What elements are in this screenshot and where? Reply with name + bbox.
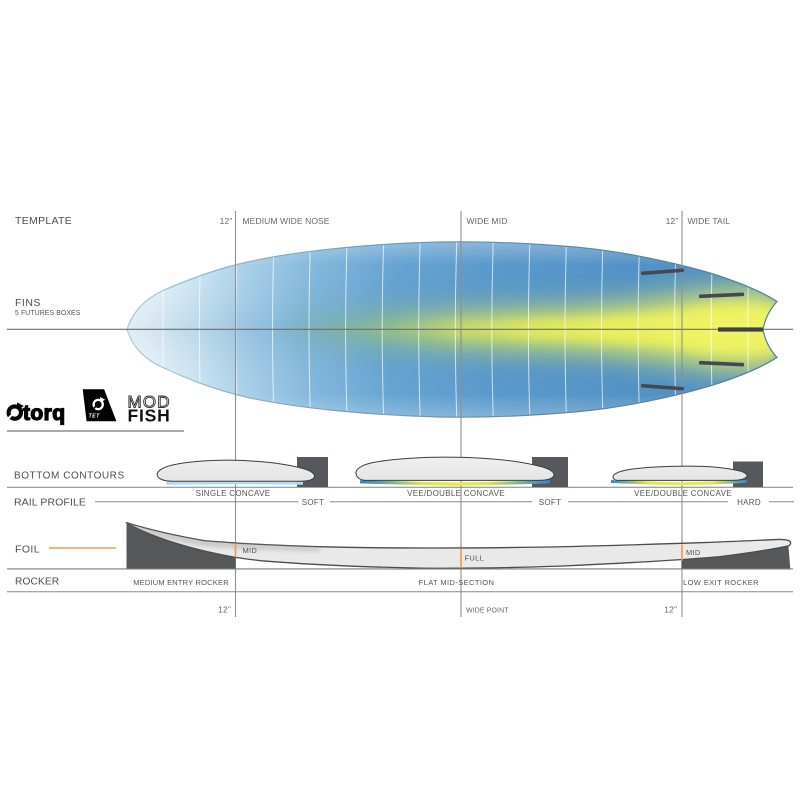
svg-text:MOD: MOD — [128, 392, 171, 411]
svg-text:WIDE MID: WIDE MID — [467, 216, 508, 226]
svg-text:HARD: HARD — [737, 498, 761, 507]
svg-text:SOFT: SOFT — [302, 498, 325, 507]
svg-text:SOFT: SOFT — [539, 498, 562, 507]
svg-text:12”: 12” — [220, 216, 233, 226]
svg-text:VEE/DOUBLE CONCAVE: VEE/DOUBLE CONCAVE — [407, 489, 505, 498]
svg-text:torq: torq — [23, 402, 65, 425]
svg-text:FOIL: FOIL — [15, 544, 40, 556]
svg-text:FINS: FINS — [15, 297, 41, 309]
svg-text:SINGLE CONCAVE: SINGLE CONCAVE — [196, 489, 271, 498]
svg-text:VEE/DOUBLE CONCAVE: VEE/DOUBLE CONCAVE — [634, 489, 732, 498]
svg-text:FISH: FISH — [128, 406, 171, 426]
svg-text:5 FUTURES BOXES: 5 FUTURES BOXES — [15, 310, 81, 317]
svg-text:12”: 12” — [218, 605, 231, 615]
svg-text:MID: MID — [686, 548, 701, 557]
svg-text:12”: 12” — [664, 605, 677, 615]
svg-text:BOTTOM CONTOURS: BOTTOM CONTOURS — [14, 471, 125, 482]
svg-text:RAIL PROFILE: RAIL PROFILE — [14, 497, 86, 509]
svg-text:MID: MID — [243, 546, 258, 555]
svg-text:MEDIUM ENTRY ROCKER: MEDIUM ENTRY ROCKER — [133, 578, 229, 587]
svg-text:TET: TET — [89, 414, 101, 420]
svg-text:TEMPLATE: TEMPLATE — [15, 215, 72, 227]
svg-text:ROCKER: ROCKER — [15, 577, 59, 588]
svg-text:WIDE TAIL: WIDE TAIL — [688, 216, 731, 226]
svg-text:FULL: FULL — [465, 554, 485, 563]
svg-text:12”: 12” — [666, 216, 679, 226]
svg-text:MEDIUM WIDE NOSE: MEDIUM WIDE NOSE — [243, 216, 330, 226]
svg-text:WIDE POINT: WIDE POINT — [466, 608, 509, 615]
svg-text:FLAT MID-SECTION: FLAT MID-SECTION — [419, 578, 495, 587]
svg-text:LOW EXIT ROCKER: LOW EXIT ROCKER — [683, 578, 759, 587]
